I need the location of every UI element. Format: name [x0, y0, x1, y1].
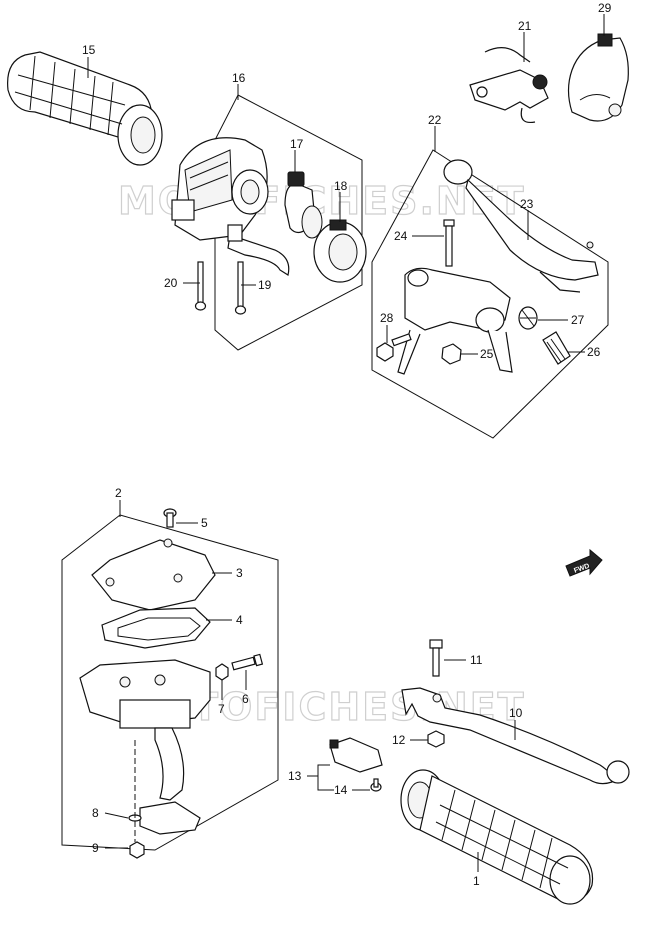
right-switch-housing [171, 137, 290, 276]
callout-10: 10 [509, 706, 523, 720]
callout-26: 26 [587, 345, 601, 359]
bolt-11 [429, 639, 443, 677]
callout-25: 25 [480, 347, 494, 361]
callout-13: 13 [288, 769, 302, 783]
clutch-lever-10 [401, 687, 630, 785]
cover-29 [567, 33, 629, 122]
callout-1: 1 [473, 874, 480, 888]
callout-6: 6 [242, 692, 249, 706]
spring-27 [518, 306, 538, 330]
lever-23 [443, 159, 599, 293]
clamp-ring [313, 219, 367, 283]
callout-19: 19 [258, 278, 272, 292]
screw-20 [194, 261, 207, 311]
callout-15: 15 [82, 43, 96, 57]
cover-3 [91, 538, 216, 611]
clutch-switch-13 [329, 737, 383, 773]
callout-4: 4 [236, 613, 243, 627]
screw-5 [163, 508, 177, 528]
callout-3: 3 [236, 566, 243, 580]
callout-27: 27 [571, 313, 585, 327]
callout-16: 16 [232, 71, 246, 85]
nut-9 [129, 841, 145, 859]
callout-28: 28 [380, 311, 394, 325]
callout-14: 14 [334, 783, 348, 797]
nut-12 [427, 730, 445, 748]
callout-21: 21 [518, 19, 532, 33]
right-grip-1 [400, 769, 594, 905]
switch-26 [542, 331, 571, 365]
callout-12: 12 [392, 733, 406, 747]
callout-29: 29 [598, 1, 612, 15]
callout-5: 5 [201, 516, 208, 530]
bolt-28 [376, 333, 412, 362]
callout-9: 9 [92, 841, 99, 855]
callout-7: 7 [218, 702, 225, 716]
screw-19 [234, 261, 247, 315]
callout-20: 20 [164, 276, 178, 290]
throttle-pulley [284, 171, 323, 239]
callout-8: 8 [92, 806, 99, 820]
callout-17: 17 [290, 137, 304, 151]
callout-24: 24 [394, 229, 408, 243]
bolt-6 [231, 653, 264, 671]
callout-18: 18 [334, 179, 348, 193]
master-cylinder [397, 267, 513, 375]
callout-labels: 15 16 17 18 20 19 21 29 22 23 24 25 26 2… [82, 1, 612, 888]
callout-22: 22 [428, 113, 442, 127]
leader-lines [87, 14, 605, 872]
callout-2: 2 [115, 486, 122, 500]
fwd-arrow-icon: FWD [565, 548, 603, 577]
gasket-4 [101, 607, 211, 649]
bolt-24 [443, 219, 455, 267]
callout-23: 23 [520, 197, 534, 211]
switch-housing-lower [79, 659, 211, 835]
nut-25 [441, 343, 462, 365]
bracket-21 [469, 47, 549, 124]
screw-14 [370, 778, 382, 792]
group-outline-22 [371, 149, 609, 439]
group-outline-2 [61, 514, 279, 851]
callout-11: 11 [470, 653, 483, 667]
nut-7 [215, 663, 229, 681]
left-grip-15 [7, 51, 163, 166]
